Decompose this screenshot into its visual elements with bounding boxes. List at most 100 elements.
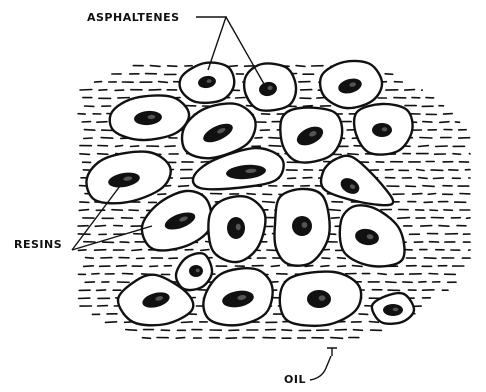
resin-shell-particle — [110, 95, 189, 140]
oil-dash — [436, 146, 448, 147]
oil-dash — [84, 138, 92, 139]
oil-label: OIL — [284, 373, 306, 386]
oil-dash — [80, 154, 90, 155]
resin-shell-particle — [244, 64, 296, 111]
oil-dash — [430, 210, 438, 211]
oil-dash — [453, 154, 461, 155]
resins-leader-branch — [72, 226, 152, 250]
oil-leader-tick — [327, 348, 337, 356]
oil-dash — [424, 258, 436, 259]
oil-dash — [398, 218, 410, 219]
asphaltene-core-texture — [382, 127, 388, 131]
resin-shell-particle — [320, 61, 382, 108]
oil-dash — [444, 114, 453, 115]
oil-leader — [310, 356, 331, 380]
oil-dash — [120, 242, 129, 243]
oil-dash — [429, 274, 438, 275]
oil-dash — [434, 178, 444, 179]
oil-dash — [359, 314, 368, 315]
oil-dash — [331, 218, 339, 219]
oil-dash — [348, 154, 358, 155]
oil-dash — [385, 74, 393, 75]
resin-shell-particle — [203, 268, 272, 325]
oil-dash — [97, 122, 107, 123]
oil-dash — [440, 122, 449, 123]
oil-dash — [143, 338, 151, 339]
resin-shell-particle — [86, 152, 170, 204]
oil-dash — [228, 66, 237, 67]
asphaltene-core-texture — [319, 295, 326, 300]
resins-label: RESINS — [14, 238, 62, 251]
oil-dash — [413, 194, 422, 195]
asphaltene-core-texture — [393, 308, 399, 312]
oil-dash — [353, 266, 363, 267]
resin-shell-particle — [274, 189, 329, 266]
resin-shell-particle — [142, 191, 212, 251]
oil-dash — [271, 266, 279, 267]
oil-dash — [431, 170, 443, 171]
oil-dash — [99, 90, 107, 91]
oil-dash — [131, 146, 139, 147]
resin-shell-particle — [321, 156, 393, 205]
resin-shell-particle — [280, 272, 361, 326]
oil-dash — [179, 186, 189, 187]
asphaltenes-leader — [196, 17, 226, 70]
resin-shell-particle — [180, 63, 235, 103]
oil-dash — [369, 322, 378, 323]
oil-dash — [467, 218, 471, 219]
resin-shell-particle — [280, 108, 342, 163]
oil-dash — [95, 226, 105, 227]
oil-dash — [84, 266, 94, 267]
oil-dash — [86, 258, 94, 259]
oil-dash — [117, 266, 127, 267]
asphaltene-core-texture — [196, 269, 200, 273]
oil-dash — [417, 170, 424, 171]
oil-dash — [419, 178, 427, 179]
oil-dash — [338, 258, 346, 259]
oil-dash — [84, 130, 94, 131]
oil-dash — [303, 106, 312, 107]
oil-dash — [428, 194, 435, 195]
oil-dash — [419, 146, 429, 147]
oil-dash — [331, 338, 343, 339]
oil-dash — [296, 66, 305, 67]
oil-dash — [176, 338, 185, 339]
oil-dash — [439, 226, 449, 227]
oil-dash — [378, 274, 386, 275]
oil-dash — [79, 210, 88, 211]
oil-dash — [322, 258, 330, 259]
oil-dash — [78, 250, 86, 251]
oil-dash — [420, 138, 432, 139]
oil-dash — [423, 122, 432, 123]
oil-dash — [423, 186, 434, 187]
oil-dash — [95, 250, 106, 251]
resin-shell — [321, 156, 393, 205]
oil-dash — [338, 266, 346, 267]
oil-dash — [158, 194, 166, 195]
oil-dash — [159, 82, 168, 83]
resin-shell-particle — [340, 205, 405, 266]
oil-dash — [106, 322, 117, 323]
oil-dash — [201, 250, 209, 251]
oil-dash — [353, 330, 362, 331]
oil-dash — [330, 210, 341, 211]
oil-dash — [386, 282, 396, 283]
oil-dash — [255, 138, 262, 139]
oil-dash — [80, 90, 92, 91]
oil-dash — [421, 226, 432, 227]
oil-dash — [98, 154, 108, 155]
oil-dash — [116, 146, 123, 147]
asphaltene-core-texture — [236, 224, 241, 231]
oil-dash — [150, 66, 160, 67]
oil-dash — [165, 146, 175, 147]
asphaltenes-label: ASPHALTENES — [87, 11, 180, 24]
oil-dash — [247, 194, 255, 195]
oil-dash — [269, 138, 280, 139]
oil-dash — [321, 266, 329, 267]
oil-dash — [469, 154, 470, 155]
oil-dash — [168, 66, 177, 67]
oil-dash — [182, 322, 193, 323]
oil-dash — [149, 90, 161, 91]
oil-dash — [112, 210, 122, 211]
